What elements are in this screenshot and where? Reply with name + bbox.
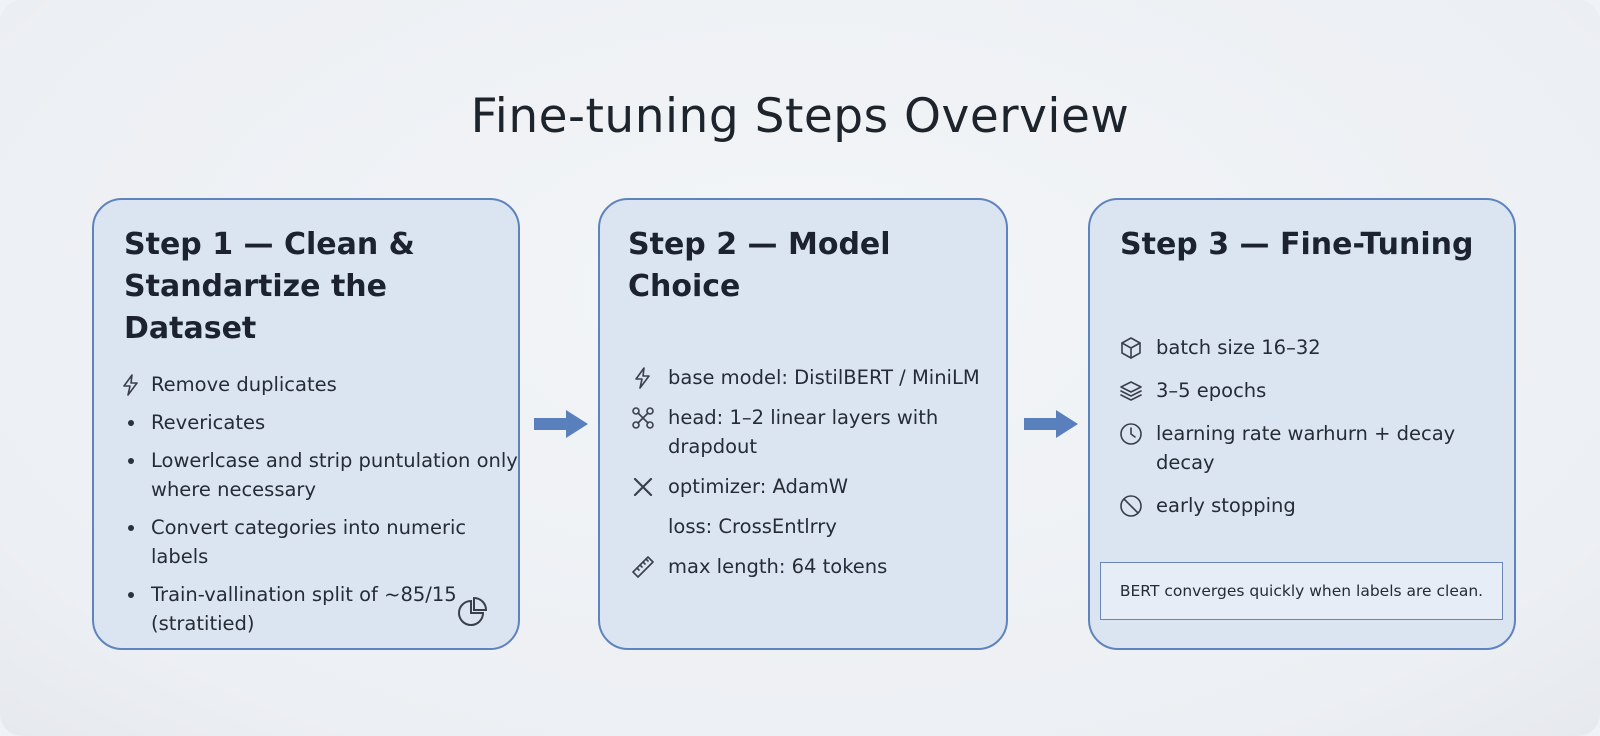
list-item-text: 3–5 epochs <box>1156 379 1267 402</box>
list-item: Remove duplicates <box>118 370 518 399</box>
step-1-card: Step 1 — Clean & Standartize the Dataset… <box>92 198 520 650</box>
list-item: max length: 64 tokens <box>630 552 1000 581</box>
list-item: learning rate warhurn + decay decay <box>1118 419 1508 477</box>
lightning-icon <box>630 366 656 390</box>
list-item-text: Lowerlcase and strip puntulation only wh… <box>151 449 518 501</box>
lightning-icon <box>118 373 144 397</box>
list-item-text: batch size 16–32 <box>1156 336 1321 359</box>
step-3-card: Step 3 — Fine-Tuning batch size 16–32 <box>1088 198 1516 650</box>
no-entry-icon <box>1118 494 1144 518</box>
list-item: early stopping <box>1118 491 1508 520</box>
list-item: base model: DistilBERT / MiniLM <box>630 363 1000 392</box>
list-item-text: Convert categories into numeric labels <box>151 516 467 568</box>
list-item-text: base model: DistilBERT / MiniLM <box>668 366 980 389</box>
list-item: Revericates <box>118 408 518 437</box>
bullet-icon <box>128 458 134 464</box>
x-icon <box>630 475 656 499</box>
step-3-list: batch size 16–32 3–5 epochs <box>1118 333 1508 534</box>
list-item-text: optimizer: AdamW <box>668 475 849 498</box>
note-box: BERT converges quickly when labels are c… <box>1100 562 1503 620</box>
step-3-heading: Step 3 — Fine-Tuning <box>1120 227 1474 262</box>
list-item: Convert categories into numeric labels <box>118 513 518 571</box>
list-item: loss: CrossEntlrry <box>630 512 1000 541</box>
arrow-right-icon <box>1024 410 1078 438</box>
step-1-list: Remove duplicates Revericates Lowerlcase… <box>118 370 518 647</box>
list-item: optimizer: AdamW <box>630 472 1000 501</box>
list-item: Train-vallination split of ~85/15 (strat… <box>118 580 518 638</box>
list-item: Lowerlcase and strip puntulation only wh… <box>118 446 518 504</box>
step-2-heading: Step 2 — Model Choice <box>628 227 891 304</box>
list-item-text: loss: CrossEntlrry <box>668 515 837 538</box>
list-item-text: Remove duplicates <box>151 373 337 396</box>
network-icon <box>630 406 656 430</box>
step-1-heading: Step 1 — Clean & Standartize the Dataset <box>124 227 415 346</box>
ruler-icon <box>630 555 656 579</box>
bullet-icon <box>128 420 134 426</box>
list-item-text: early stopping <box>1156 494 1296 517</box>
bullet-icon <box>128 525 134 531</box>
list-item-text: learning rate warhurn + decay decay <box>1156 422 1456 474</box>
box-icon <box>1118 336 1144 360</box>
bullet-icon <box>128 592 134 598</box>
pie-chart-icon <box>455 595 491 635</box>
list-item-text: Train-vallination split of ~85/15 (strat… <box>151 583 457 635</box>
list-item-text: Revericates <box>151 411 266 434</box>
list-item-text: head: 1–2 linear layers with drapdout <box>668 406 939 458</box>
list-item: 3–5 epochs <box>1118 376 1508 405</box>
layers-icon <box>1118 379 1144 403</box>
step-2-card: Step 2 — Model Choice base model: Distil… <box>598 198 1008 650</box>
list-item-text: max length: 64 tokens <box>668 555 888 578</box>
page-title: Fine-tuning Steps Overview <box>470 89 1130 145</box>
clock-icon <box>1118 422 1144 446</box>
arrow-right-icon <box>534 410 588 438</box>
step-2-list: base model: DistilBERT / MiniLM head: 1–… <box>630 363 1000 592</box>
list-item: head: 1–2 linear layers with drapdout <box>630 403 1000 461</box>
list-item: batch size 16–32 <box>1118 333 1508 362</box>
